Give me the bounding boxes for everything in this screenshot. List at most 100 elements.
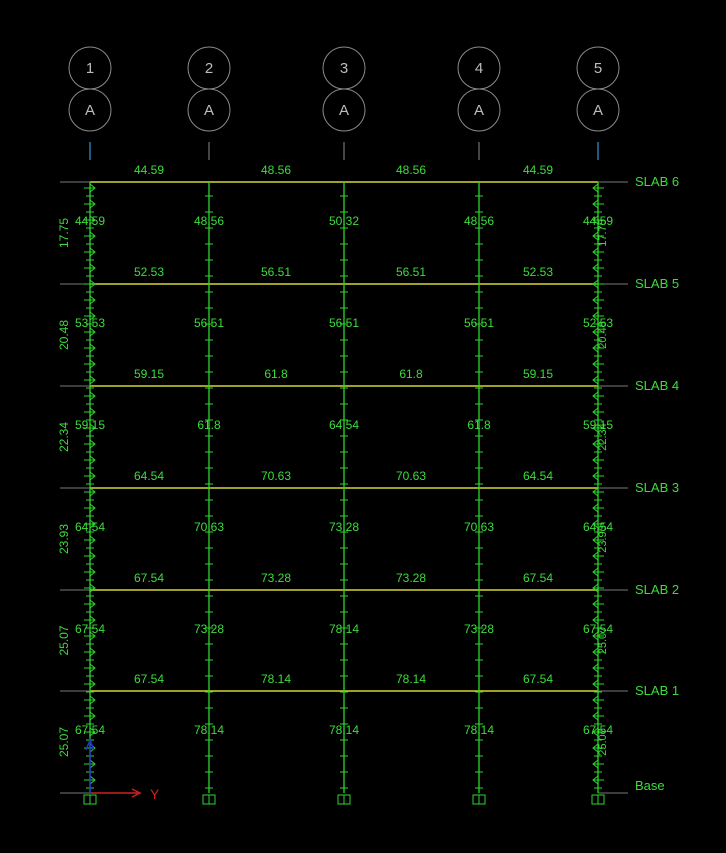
load-arrow-head (592, 759, 599, 769)
beam-load-label: 56.51 (396, 265, 426, 279)
load-arrow-head (89, 279, 96, 289)
beam-load-label: 52.53 (523, 265, 553, 279)
load-arrow-head (592, 519, 599, 529)
column-load-label: 59.15 (75, 418, 105, 432)
load-arrow-head (89, 695, 96, 705)
load-arrow-head (592, 199, 599, 209)
column-load-label: 48.56 (194, 214, 224, 228)
load-arrow-head (89, 423, 96, 433)
column-load-label: 64.54 (583, 520, 613, 534)
load-arrow-head (89, 567, 96, 577)
load-arrow-head (592, 471, 599, 481)
grid-letter-label: A (474, 102, 484, 119)
base-story-label: Base (635, 778, 665, 793)
column-load-label: 70.63 (194, 520, 224, 534)
column-load-label: 78.14 (194, 723, 224, 737)
load-arrow-head (89, 183, 96, 193)
load-arrow-head (89, 343, 96, 353)
axis-arrow-y-icon (131, 788, 142, 798)
right-shear-label: 25.07 (597, 627, 609, 655)
load-arrow-head (592, 423, 599, 433)
grid-bubble-letter (576, 88, 620, 132)
left-shear-label: 20.48 (57, 320, 71, 350)
beam-load-label: 52.53 (134, 265, 164, 279)
load-arrow-head (592, 679, 599, 689)
load-arrow-head (592, 375, 599, 385)
load-arrow-head (89, 407, 96, 417)
column-load-label: 44.59 (583, 214, 613, 228)
load-arrow-head (592, 727, 599, 737)
load-arrow-head (592, 663, 599, 673)
column-load-label: 67.54 (75, 723, 105, 737)
beam-load-label: 64.54 (134, 469, 164, 483)
load-arrow-head (89, 599, 96, 609)
beam-load-label: 70.63 (396, 469, 426, 483)
load-arrow-head (89, 615, 96, 625)
frame-elements: Y (60, 181, 628, 805)
grid-bubble-letter (322, 88, 366, 132)
column-load-label: 48.56 (464, 214, 494, 228)
right-shear-label: 25.07 (597, 728, 609, 756)
load-arrow-head (89, 775, 96, 785)
load-arrow-head (89, 439, 96, 449)
load-arrow-head (592, 567, 599, 577)
grid-number-label: 5 (594, 60, 602, 77)
load-arrow-head (592, 263, 599, 273)
load-arrow-head (89, 663, 96, 673)
load-arrow-head (592, 343, 599, 353)
beam-load-label: 48.56 (261, 163, 291, 177)
beam-load-label: 67.54 (523, 571, 553, 585)
load-arrow-head (89, 311, 96, 321)
column-load-label: 78.14 (464, 723, 494, 737)
grid-letter-label: A (204, 102, 214, 119)
load-arrow-head (592, 183, 599, 193)
load-arrow-head (592, 407, 599, 417)
load-arrow-head (592, 295, 599, 305)
story-label: SLAB 4 (635, 378, 679, 393)
beam-load-label: 78.14 (261, 672, 291, 686)
beam-load-label: 73.28 (261, 571, 291, 585)
grid-number-label: 1 (86, 60, 94, 77)
load-arrow-head (89, 711, 96, 721)
load-arrow-head (592, 327, 599, 337)
right-shear-label: 22.34 (597, 423, 609, 451)
beam-load-label: 44.59 (523, 163, 553, 177)
load-arrow-head (592, 487, 599, 497)
grid-letter-label: A (593, 102, 603, 119)
load-arrow-head (89, 647, 96, 657)
load-arrow-head (592, 391, 599, 401)
column-load-label: 64.54 (75, 520, 105, 534)
load-arrow-head (89, 359, 96, 369)
load-arrow-head (592, 311, 599, 321)
left-shear-label: 25.07 (57, 727, 71, 757)
grid-letter-label: A (339, 102, 349, 119)
load-arrow-head (89, 295, 96, 305)
story-label: SLAB 1 (635, 683, 679, 698)
story-label: SLAB 2 (635, 582, 679, 597)
right-shear-label: 20.48 (597, 321, 609, 349)
column-load-label: 50.32 (329, 214, 359, 228)
axis-y-label: Y (150, 786, 160, 802)
column-load-label: 78.14 (329, 622, 359, 636)
column-load-label: 61.8 (467, 418, 491, 432)
load-arrow-head (592, 551, 599, 561)
grid-letter-label: A (85, 102, 95, 119)
grid-bubble-letter (68, 88, 112, 132)
column-load-label: 73.28 (194, 622, 224, 636)
column-load-label: 44.59 (75, 214, 105, 228)
left-shear-label: 22.34 (57, 422, 71, 452)
load-arrow-head (89, 471, 96, 481)
load-arrow-head (89, 535, 96, 545)
column-load-label: 70.63 (464, 520, 494, 534)
beam-load-label: 61.8 (399, 367, 423, 381)
beam-load-label: 44.59 (134, 163, 164, 177)
grid-bubble-letter (187, 88, 231, 132)
load-arrow-head (89, 519, 96, 529)
beam-load-label: 67.54 (134, 571, 164, 585)
story-label: SLAB 5 (635, 276, 679, 291)
column-load-label: 73.28 (329, 520, 359, 534)
load-arrow-head (592, 583, 599, 593)
